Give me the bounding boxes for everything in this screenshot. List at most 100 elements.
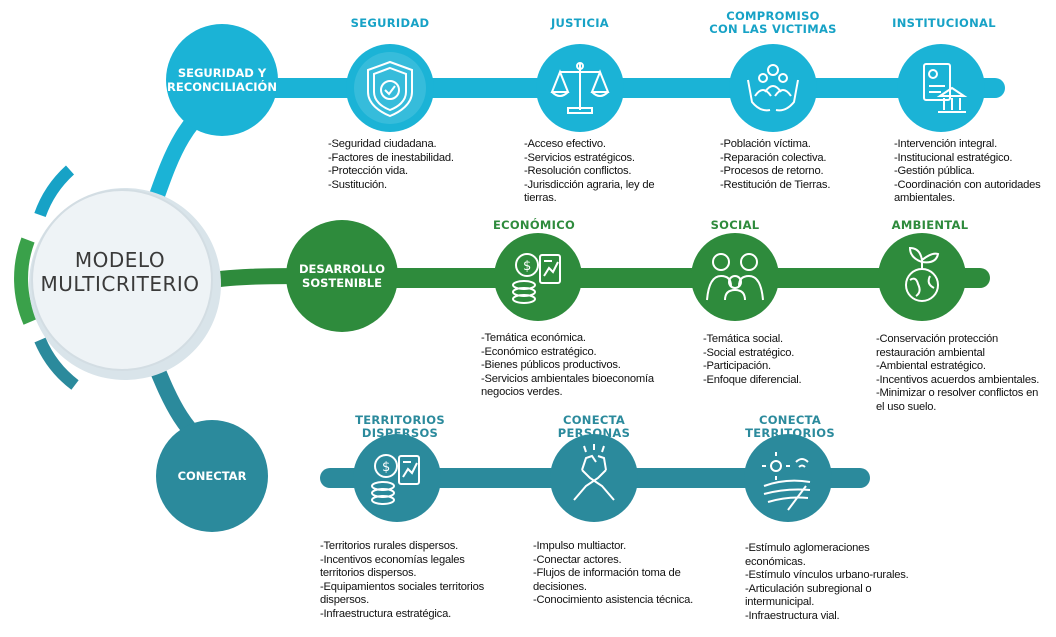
- bullets-social: -Temática social. -Social estratégico. -…: [703, 333, 802, 387]
- pillar-circle-conectar: [156, 420, 268, 532]
- bullet-item: -Ambiental estratégico.: [876, 360, 986, 372]
- bullet-item: -Factores de inestabilidad.: [328, 151, 454, 164]
- bullet-item: -Restitución de Tierras.: [720, 178, 831, 191]
- shield-check-icon: [367, 60, 413, 118]
- svg-text:$: $: [382, 460, 390, 475]
- bullet-item: dispersos.: [320, 594, 369, 606]
- bullet-item: -Participación.: [703, 360, 771, 372]
- title-line1: JUSTICIA: [550, 16, 610, 30]
- bullet-item: -Acceso efectivo.: [524, 138, 606, 150]
- bullet-item: territorios dispersos.: [320, 567, 417, 579]
- title-line1: CONECTA: [758, 413, 822, 427]
- title-territorios-dispersos: TERRITORIOS DISPERSOS: [340, 414, 460, 440]
- bullet-item: -Gestión pública.: [894, 165, 975, 177]
- bullet-item: -Económico estratégico.: [481, 345, 597, 358]
- bullet-item: -Infraestructura vial.: [745, 609, 840, 622]
- title-line1: CONECTA: [562, 413, 626, 427]
- hub-title-line1: MODELO: [74, 248, 166, 272]
- bullet-item: -Conservación protección: [876, 333, 999, 345]
- bullet-item: -Infraestructura estratégica.: [320, 607, 451, 620]
- coins-chart-icon: $: [371, 454, 420, 505]
- bullet-item: tierras.: [524, 192, 557, 204]
- title-conecta-personas: CONECTA PERSONAS: [534, 414, 654, 440]
- title-economico: ECONÓMICO: [474, 219, 594, 232]
- title-seguridad: SEGURIDAD: [330, 17, 450, 30]
- node-ambiental: [878, 233, 966, 321]
- bullets-justicia: -Acceso efectivo. -Servicios estratégico…: [524, 138, 655, 206]
- svg-text:$: $: [523, 259, 531, 274]
- coins-chart-icon: $: [512, 253, 561, 304]
- title-conecta-territorios: CONECTA TERRITORIOS: [730, 414, 850, 440]
- title-justicia: JUSTICIA: [520, 17, 640, 30]
- sun-fields-icon: [762, 452, 811, 511]
- pillar-circle-seguridad: [166, 24, 278, 136]
- bullet-item: el uso suelo.: [876, 400, 937, 413]
- bullet-item: ambientales.: [894, 192, 956, 204]
- bullet-item: -Social estratégico.: [703, 346, 795, 359]
- pillar-conectar[interactable]: CONECTAR: [152, 469, 272, 483]
- title-line1: COMPROMISO: [726, 9, 820, 23]
- bullet-item: -Procesos de retorno.: [720, 165, 824, 177]
- bullet-item: restauración ambiental: [876, 346, 985, 359]
- bullet-item: -Articulación subregional o: [745, 582, 872, 595]
- bullet-item: -Estímulo vínculos urbano-rurales.: [745, 569, 909, 581]
- bullet-item: -Institucional estratégico.: [894, 151, 1013, 164]
- title-line1: AMBIENTAL: [891, 218, 969, 232]
- bullet-item: -Bienes públicos productivos.: [481, 359, 621, 371]
- bullet-item: -Conocimiento asistencia técnica.: [533, 594, 694, 606]
- bullet-item: -Resolución conflictos.: [524, 165, 632, 177]
- hub-title-line2: MULTICRITERIO: [40, 272, 200, 296]
- title-line1: ECONÓMICO: [492, 218, 576, 232]
- hub-arc-blue: [34, 165, 75, 218]
- bullets-institucional: -Intervención integral. -Institucional e…: [894, 138, 1041, 206]
- bullet-item: -Minimizar o resolver conflictos en: [876, 387, 1039, 399]
- bullet-item: -Temática económica.: [481, 332, 586, 344]
- title-line2: TERRITORIOS: [745, 426, 835, 440]
- bullet-item: decisiones.: [533, 580, 587, 593]
- title-social: SOCIAL: [675, 219, 795, 232]
- title-ambiental: AMBIENTAL: [870, 219, 990, 232]
- node-conecta-personas: [550, 434, 638, 522]
- pillar-label-line1: SEGURIDAD Y: [177, 66, 267, 80]
- pillar-label-line2: SOSTENIBLE: [302, 276, 382, 290]
- bullets-economico: -Temática económica. -Económico estratég…: [481, 332, 654, 400]
- bullet-item: -Impulso multiactor.: [533, 540, 626, 552]
- bullet-item: -Incentivos economías legales: [320, 553, 465, 566]
- title-line2: CON LAS VICTIMAS: [709, 22, 837, 36]
- title-compromiso-victimas: COMPROMISO CON LAS VICTIMAS: [700, 10, 846, 36]
- bullet-item: -Flujos de información toma de: [533, 567, 681, 579]
- bullets-territorios-dispersos: -Territorios rurales dispersos. -Incenti…: [320, 540, 484, 621]
- bullet-item: -Coordinación con autoridades: [894, 178, 1041, 191]
- bullets-ambiental: -Conservación protección restauración am…: [876, 333, 1039, 414]
- bullet-item: -Territorios rurales dispersos.: [320, 540, 459, 552]
- bullet-item: negocios verdes.: [481, 386, 563, 398]
- node-victimas: [729, 44, 817, 132]
- title-line2: DISPERSOS: [361, 426, 439, 440]
- bullet-item: -Equipamientos sociales territorios: [320, 580, 484, 593]
- bullet-item: -Incentivos acuerdos ambientales.: [876, 373, 1040, 386]
- pillar-circle-desarrollo: [286, 220, 398, 332]
- bullet-item: -Reparación colectiva.: [720, 151, 827, 164]
- globe-leaf-icon: [905, 246, 940, 302]
- bullet-item: -Servicios ambientales bioeconomía: [481, 372, 654, 385]
- bullet-item: -Servicios estratégicos.: [524, 151, 635, 164]
- title-institucional: INSTITUCIONAL: [874, 17, 1014, 30]
- title-line1: SEGURIDAD: [350, 16, 430, 30]
- hub-circle: [31, 189, 213, 371]
- bullet-item: -Temática social.: [703, 333, 783, 345]
- bullet-item: -Conectar actores.: [533, 553, 622, 566]
- pillar-desarrollo-sostenible[interactable]: DESARROLLO SOSTENIBLE: [282, 262, 402, 290]
- title-line1: SOCIAL: [710, 218, 760, 232]
- document-building-icon: [923, 63, 968, 113]
- node-conecta-territorios: [744, 434, 832, 522]
- node-seguridad: [346, 44, 434, 132]
- bullets-conecta-territorios: -Estímulo aglomeraciones económicas. -Es…: [745, 542, 909, 623]
- bullet-item: -Sustitución.: [328, 178, 387, 191]
- node-territorios-dispersos: [353, 434, 441, 522]
- pillar-seguridad-reconciliacion[interactable]: SEGURIDAD Y RECONCILIACIÓN: [162, 66, 282, 94]
- hub-arc-green: [14, 237, 37, 325]
- title-line2: PERSONAS: [557, 426, 631, 440]
- bullet-item: económicas.: [745, 555, 806, 568]
- bullet-item: -Población víctima.: [720, 138, 811, 150]
